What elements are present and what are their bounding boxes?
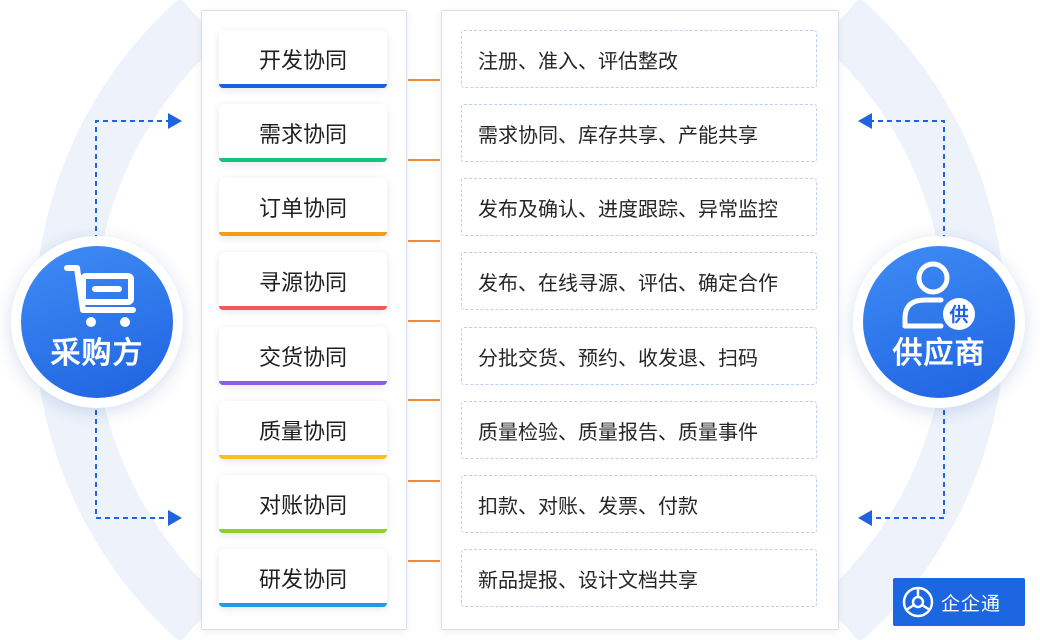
qiqitong-logo-icon — [902, 586, 934, 618]
detail-text: 新品提报、设计文档共享 — [478, 569, 698, 592]
category-card: 交货协同 — [219, 327, 387, 385]
category-label: 寻源协同 — [258, 270, 347, 295]
detail-box: 质量检验、质量报告、质量事件 — [461, 401, 817, 459]
category-card: 需求协同 — [219, 104, 387, 162]
supplier-badge: 供 — [948, 303, 968, 326]
detail-text: 分批交货、预约、收发退、扫码 — [478, 347, 758, 370]
category-label: 订单协同 — [258, 196, 347, 221]
purchaser-label: 采购方 — [50, 337, 144, 370]
detail-panel — [441, 10, 839, 630]
detail-box: 发布及确认、进度跟踪、异常监控 — [461, 178, 817, 236]
detail-text: 扣款、对账、发票、付款 — [478, 495, 698, 518]
category-label: 质量协同 — [258, 419, 347, 444]
category-card: 订单协同 — [219, 178, 387, 236]
connector-line — [408, 159, 440, 161]
detail-text: 发布、在线寻源、评估、确定合作 — [478, 272, 778, 295]
detail-box: 新品提报、设计文档共享 — [461, 549, 817, 607]
detail-text: 质量检验、质量报告、质量事件 — [478, 421, 758, 444]
connector-line — [408, 320, 440, 322]
category-card: 对账协同 — [219, 475, 387, 533]
category-bar — [219, 306, 387, 310]
category-card: 质量协同 — [219, 401, 387, 459]
purchaser-node: 采购方 — [11, 236, 183, 408]
connector-line — [408, 399, 440, 401]
detail-box: 需求协同、库存共享、产能共享 — [461, 104, 817, 162]
category-bar — [219, 381, 387, 385]
detail-box: 分批交货、预约、收发退、扫码 — [461, 327, 817, 385]
category-label: 研发协同 — [258, 567, 347, 592]
detail-box: 扣款、对账、发票、付款 — [461, 475, 817, 533]
category-bar — [219, 455, 387, 459]
supplier-label: 供应商 — [892, 337, 986, 370]
supplier-node: 供 供应商 — [853, 236, 1025, 408]
category-bar — [219, 603, 387, 607]
detail-text: 需求协同、库存共享、产能共享 — [478, 124, 758, 147]
right-top-arrow — [858, 113, 945, 240]
connector-line — [408, 79, 440, 81]
category-bar — [219, 158, 387, 162]
detail-box: 注册、准入、评估整改 — [461, 30, 817, 88]
category-bar — [219, 84, 387, 88]
category-card: 开发协同 — [219, 30, 387, 88]
left-bottom-arrow — [95, 410, 182, 526]
category-label: 对账协同 — [258, 493, 347, 518]
detail-text: 发布及确认、进度跟踪、异常监控 — [478, 198, 778, 221]
category-card: 研发协同 — [219, 549, 387, 607]
left-top-arrow — [95, 113, 182, 240]
category-card: 寻源协同 — [219, 252, 387, 310]
detail-text: 注册、准入、评估整改 — [478, 50, 678, 73]
shopping-cart-icon — [64, 265, 136, 327]
category-bar — [219, 529, 387, 533]
connector-line — [408, 560, 440, 562]
connector-line — [408, 480, 440, 482]
brand-logo: 企企通 — [893, 578, 1025, 626]
category-panel — [201, 10, 407, 630]
category-label: 需求协同 — [258, 122, 347, 147]
category-label: 交货协同 — [258, 345, 347, 370]
category-label: 开发协同 — [258, 48, 347, 73]
category-bar — [219, 232, 387, 236]
connector-line — [408, 240, 440, 242]
detail-box: 发布、在线寻源、评估、确定合作 — [461, 252, 817, 310]
logo-text: 企企通 — [941, 593, 1002, 615]
supplier-user-icon: 供 — [902, 261, 975, 330]
right-bottom-arrow — [858, 410, 945, 526]
